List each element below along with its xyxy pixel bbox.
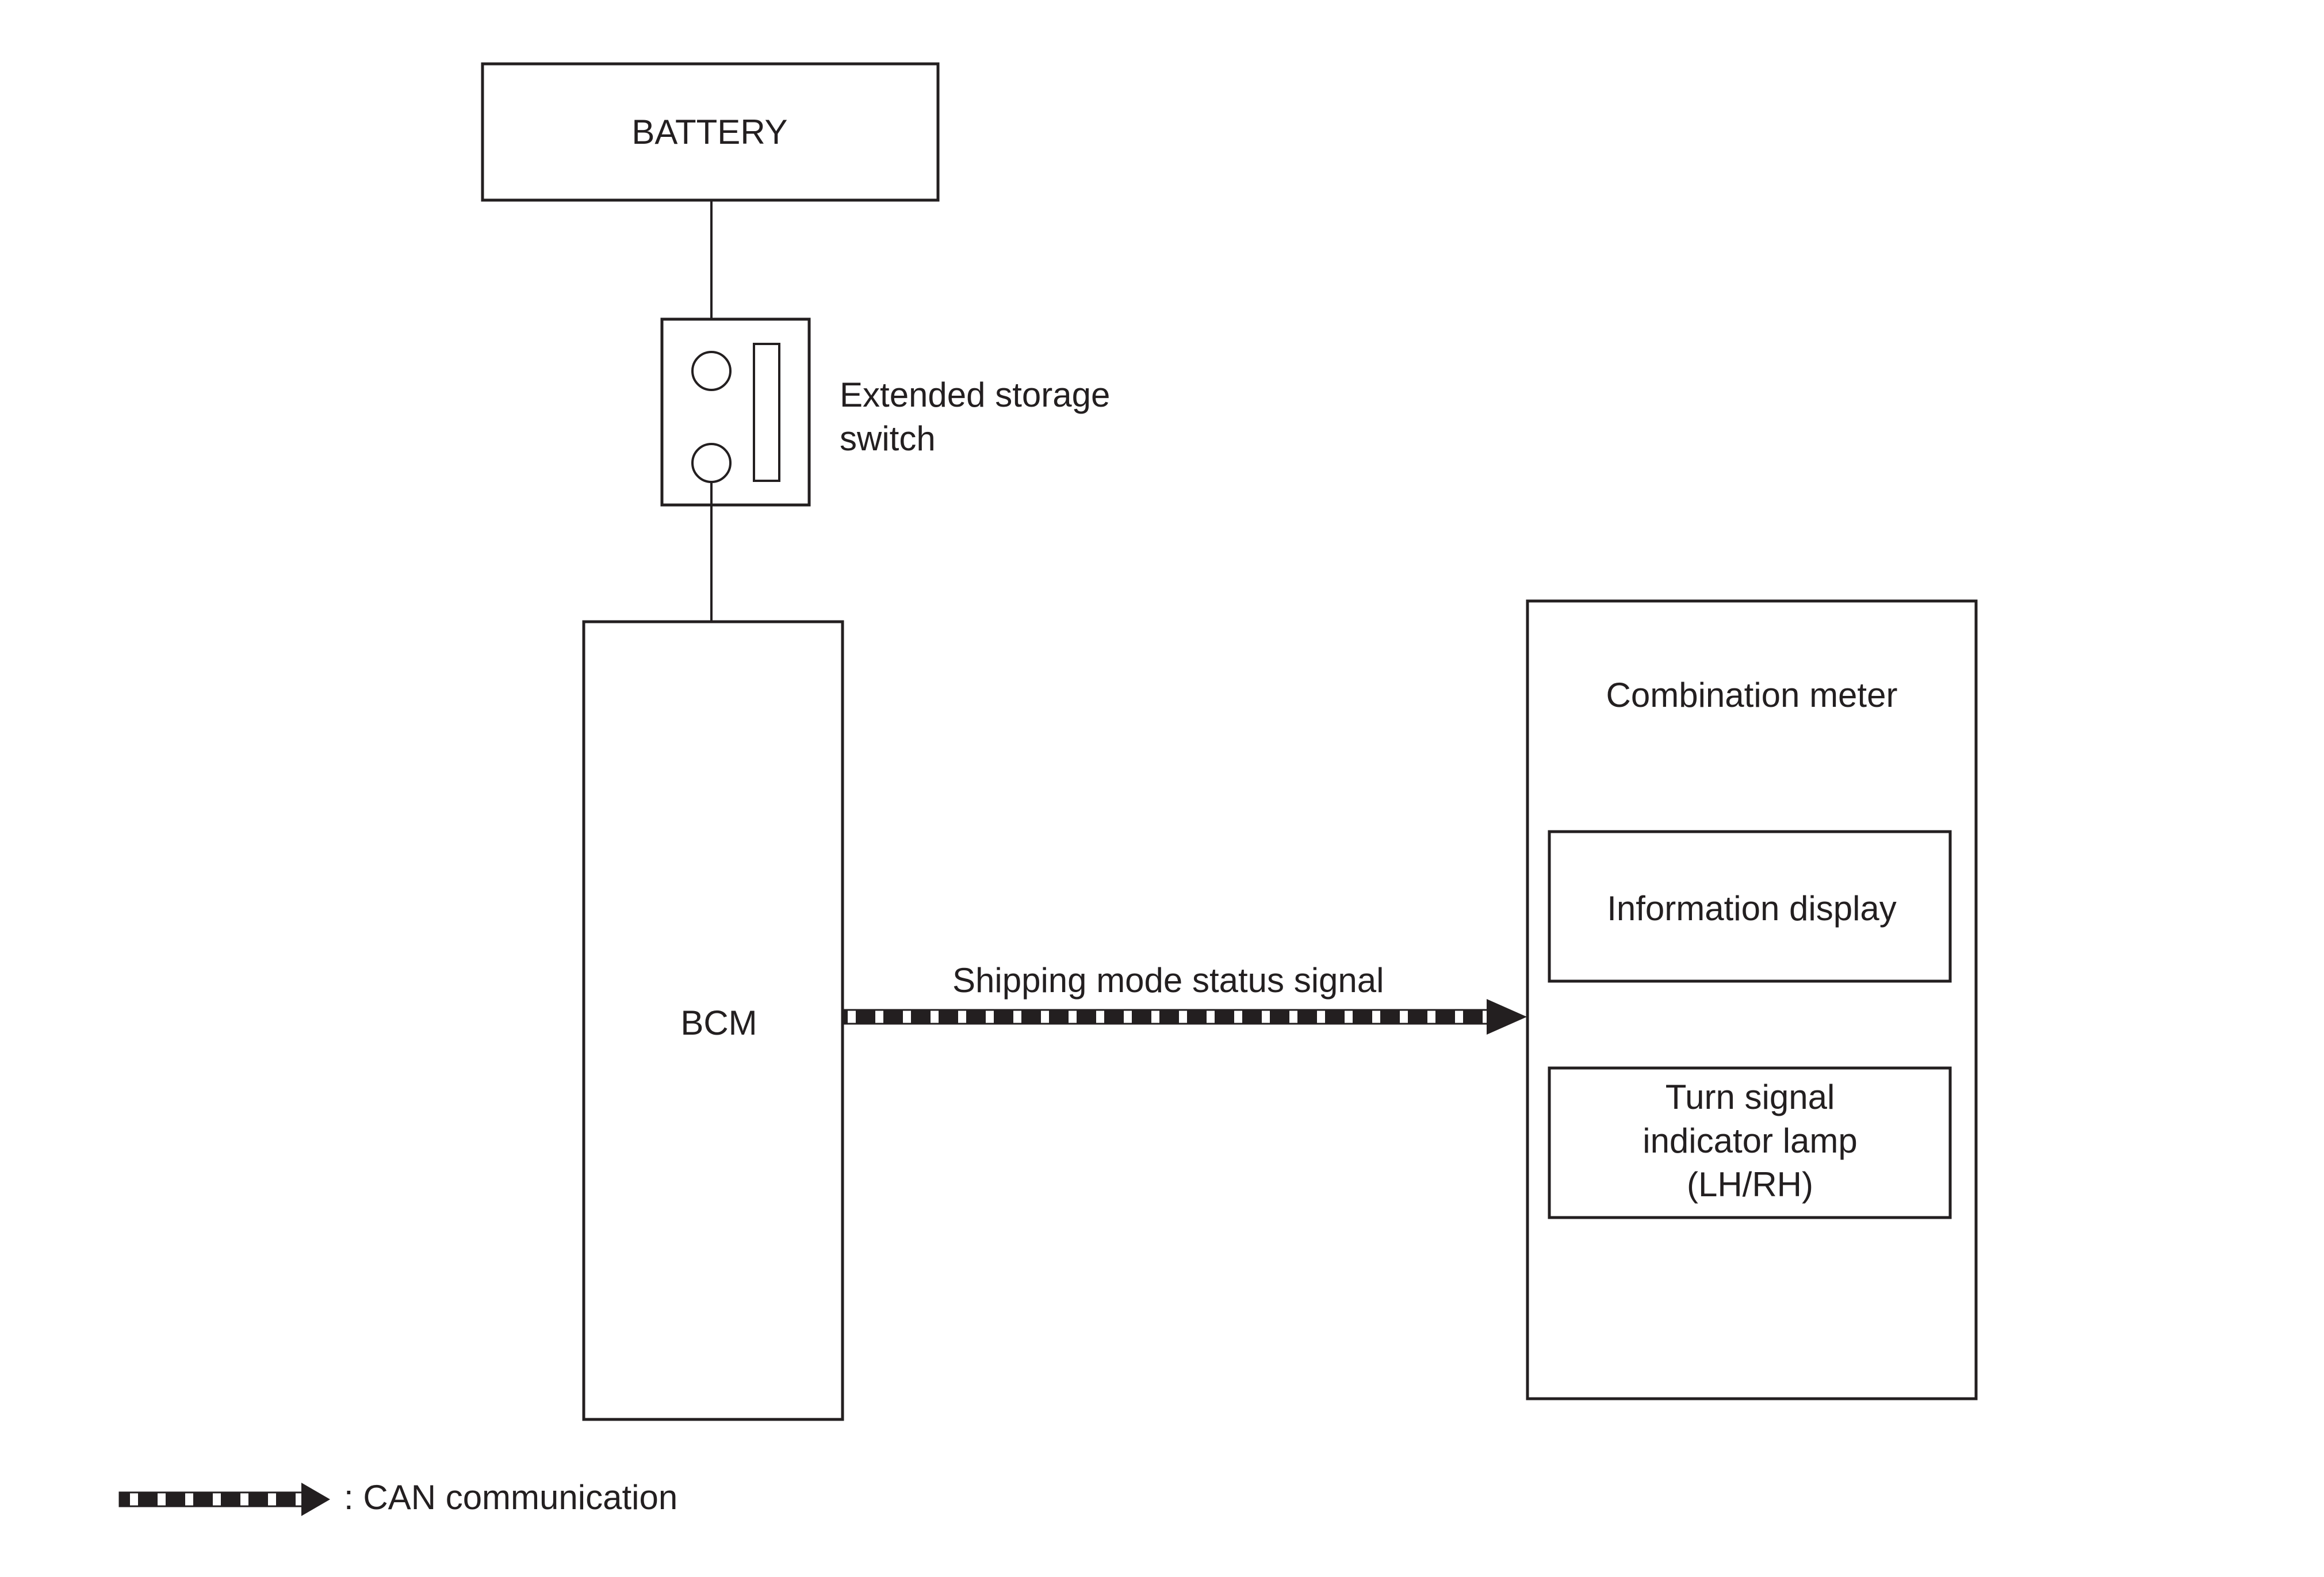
switch-terminal-bottom bbox=[691, 443, 732, 483]
bcm-box bbox=[582, 620, 844, 1421]
battery-box bbox=[481, 62, 940, 202]
turn-signal-lamp-label-line1: Turn signal bbox=[1666, 1078, 1835, 1116]
battery-block: BATTERY bbox=[481, 62, 940, 202]
legend-arrowhead bbox=[301, 1483, 330, 1516]
battery-label: BATTERY bbox=[631, 113, 787, 151]
can-signal-line bbox=[843, 1009, 1490, 1025]
information-display-label: Information display bbox=[1607, 889, 1897, 928]
legend: : CAN communication bbox=[118, 1478, 677, 1517]
combination-meter-label: Combination meter bbox=[1606, 676, 1898, 714]
turn-signal-lamp-box bbox=[1548, 1066, 1952, 1219]
switch-terminal-top bbox=[691, 351, 732, 391]
extended-storage-switch: Extended storage switch bbox=[660, 317, 1110, 507]
switch-label-line1: Extended storage bbox=[840, 376, 1110, 414]
combination-meter-block: Combination meter Information display Tu… bbox=[1526, 599, 1978, 1400]
legend-can-line bbox=[118, 1491, 305, 1507]
can-signal-shipping-mode: Shipping mode status signal bbox=[843, 961, 1527, 1035]
information-display-box bbox=[1548, 830, 1952, 983]
turn-signal-lamp-label-line3: (LH/RH) bbox=[1687, 1165, 1813, 1204]
combination-meter-box bbox=[1526, 599, 1978, 1400]
turn-signal-lamp-label-line2: indicator lamp bbox=[1643, 1121, 1858, 1160]
switch-housing bbox=[660, 317, 811, 507]
switch-lever bbox=[753, 343, 780, 482]
signal-label: Shipping mode status signal bbox=[952, 961, 1384, 1000]
bcm-block: BCM bbox=[582, 620, 844, 1421]
can-signal-arrowhead bbox=[1487, 999, 1527, 1035]
legend-label: : CAN communication bbox=[344, 1478, 677, 1517]
switch-label-line2: switch bbox=[840, 419, 936, 458]
bcm-label: BCM bbox=[680, 1004, 757, 1042]
